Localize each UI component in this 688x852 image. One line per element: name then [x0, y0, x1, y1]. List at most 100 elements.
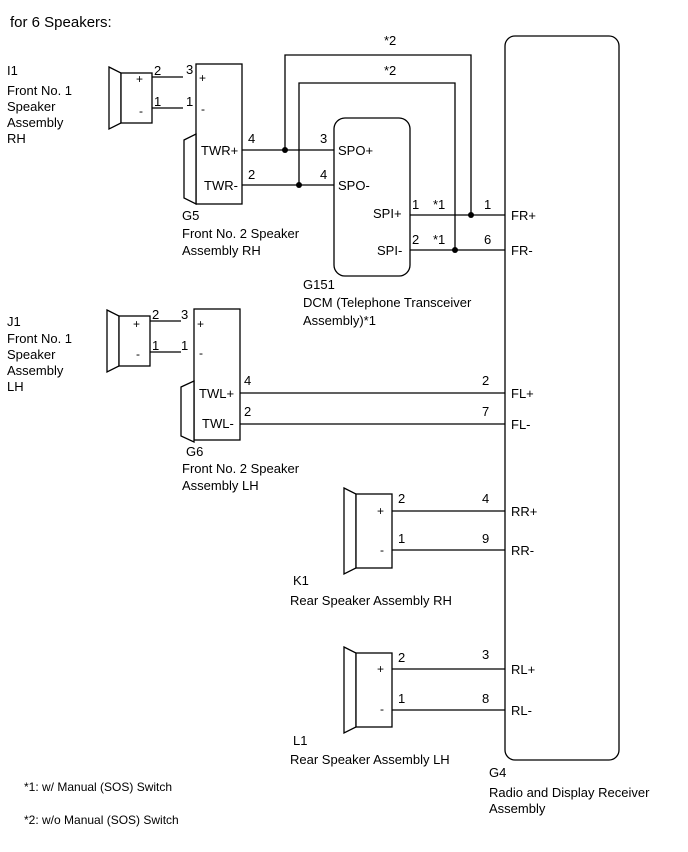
note-star2-a: *2 [384, 33, 396, 48]
note-star1-a: *1 [433, 197, 445, 212]
footnote-1: *1: w/ Manual (SOS) Switch [24, 780, 172, 794]
pin-j1-minus: 1 [152, 338, 159, 353]
speaker-k1-code: K1 [293, 573, 309, 588]
speaker-g6-code: G6 [186, 444, 203, 459]
wire-bypass-minus [298, 82, 456, 250]
dcm-spo-minus: SPO- [338, 178, 370, 193]
pin-g5-twr-plus: 4 [248, 131, 255, 146]
receiver-fl-minus: FL- [511, 417, 531, 432]
pin-g4-rr-minus: 9 [482, 531, 489, 546]
pin-g151-spi-plus: 1 [412, 197, 419, 212]
receiver-rr-plus: RR+ [511, 504, 537, 519]
speaker-i1: + - [108, 65, 153, 131]
speaker-l1-minus: - [380, 702, 384, 716]
pin-i1-minus: 1 [154, 94, 161, 109]
speaker-g6-twl-minus: TWL- [202, 416, 234, 431]
speaker-j1: + - [106, 308, 151, 374]
speaker-i1-name-3: Assembly [7, 115, 64, 130]
speaker-g6-name-2: Assembly LH [182, 478, 259, 493]
pin-g5-twr-minus: 2 [248, 167, 255, 182]
speaker-i1-name-4: RH [7, 131, 26, 146]
pin-g4-fl-minus: 7 [482, 404, 489, 419]
speaker-g6-minus: - [199, 346, 203, 360]
pin-g5-in-minus: 1 [186, 94, 193, 109]
receiver-g4-body [504, 35, 620, 761]
footnote-2: *2: w/o Manual (SOS) Switch [24, 813, 179, 827]
speaker-g5-minus: - [201, 102, 205, 116]
receiver-g4-name-1: Radio and Display Receiver [489, 785, 650, 800]
speaker-l1-cone [343, 645, 357, 735]
speaker-g6-twl-plus: TWL+ [199, 386, 234, 401]
speaker-k1-minus: - [380, 543, 384, 557]
receiver-fr-minus: FR- [511, 243, 533, 258]
speaker-j1-minus: - [136, 347, 140, 361]
speaker-g6: + - TWL+ TWL- [180, 308, 241, 444]
speaker-j1-name-4: LH [7, 379, 24, 394]
speaker-l1: + - [343, 645, 393, 735]
receiver-g4-name-2: Assembly [489, 801, 546, 816]
pin-g151-spo-minus: 4 [320, 167, 327, 182]
speaker-l1-code: L1 [293, 733, 307, 748]
splice-dot-1 [282, 147, 288, 153]
speaker-j1-plus: + [133, 317, 140, 331]
speaker-j1-code: J1 [7, 314, 21, 329]
speaker-g5: + - TWR+ TWR- [183, 63, 243, 206]
speaker-k1-cone [343, 486, 357, 576]
speaker-j1-body [118, 315, 151, 367]
diagram-title: for 6 Speakers: [10, 14, 112, 31]
receiver-fl-plus: FL+ [511, 386, 534, 401]
pin-l1-plus: 2 [398, 650, 405, 665]
wire-bypass-plus [284, 54, 472, 215]
pin-g6-twl-minus: 2 [244, 404, 251, 419]
dcm-spo-plus: SPO+ [338, 143, 373, 158]
pin-g5-in-plus: 3 [186, 62, 193, 77]
receiver-rl-plus: RL+ [511, 662, 535, 677]
dcm-g151-code: G151 [303, 277, 335, 292]
speaker-k1-name: Rear Speaker Assembly RH [290, 593, 452, 608]
receiver-g4-code: G4 [489, 765, 506, 780]
speaker-i1-name-2: Speaker [7, 99, 56, 114]
receiver-fr-plus: FR+ [511, 208, 536, 223]
receiver-rl-minus: RL- [511, 703, 532, 718]
dcm-spi-minus: SPI- [377, 243, 402, 258]
speaker-g5-cone [183, 132, 197, 206]
pin-g151-spo-plus: 3 [320, 131, 327, 146]
pin-k1-plus: 2 [398, 491, 405, 506]
pin-g6-in-plus: 3 [181, 307, 188, 322]
splice-dot-2 [296, 182, 302, 188]
dcm-g151-name-2: Assembly)*1 [303, 313, 376, 328]
note-star2-b: *2 [384, 63, 396, 78]
speaker-l1-body [355, 652, 393, 728]
speaker-k1: + - [343, 486, 393, 576]
speaker-g5-body [195, 63, 243, 205]
speaker-g6-body [193, 308, 241, 441]
pin-g4-fr-minus: 6 [484, 232, 491, 247]
receiver-rr-minus: RR- [511, 543, 534, 558]
pin-j1-plus: 2 [152, 307, 159, 322]
speaker-g5-plus: + [199, 71, 206, 85]
speaker-i1-minus: - [139, 104, 143, 118]
dcm-g151: SPO+ SPO- SPI+ SPI- [333, 117, 411, 277]
dcm-spi-plus: SPI+ [373, 206, 402, 221]
speaker-i1-name-1: Front No. 1 [7, 83, 72, 98]
dcm-g151-name-1: DCM (Telephone Transceiver [303, 295, 472, 310]
speaker-k1-plus: + [377, 504, 384, 518]
pin-g151-spi-minus: 2 [412, 232, 419, 247]
pin-g4-fr-plus: 1 [484, 197, 491, 212]
speaker-g5-twr-minus: TWR- [204, 178, 238, 193]
speaker-j1-name-2: Speaker [7, 347, 56, 362]
speaker-g5-code: G5 [182, 208, 199, 223]
speaker-i1-plus: + [136, 72, 143, 86]
pin-g6-twl-plus: 4 [244, 373, 251, 388]
pin-l1-minus: 1 [398, 691, 405, 706]
pin-i1-plus: 2 [154, 63, 161, 78]
speaker-g5-twr-plus: TWR+ [201, 143, 238, 158]
dcm-g151-body [333, 117, 411, 277]
speaker-g5-name-2: Assembly RH [182, 243, 261, 258]
pin-g6-in-minus: 1 [181, 338, 188, 353]
speaker-g6-plus: + [197, 317, 204, 331]
pin-g4-rl-minus: 8 [482, 691, 489, 706]
speaker-j1-cone [106, 308, 120, 374]
speaker-g6-cone [180, 379, 195, 444]
